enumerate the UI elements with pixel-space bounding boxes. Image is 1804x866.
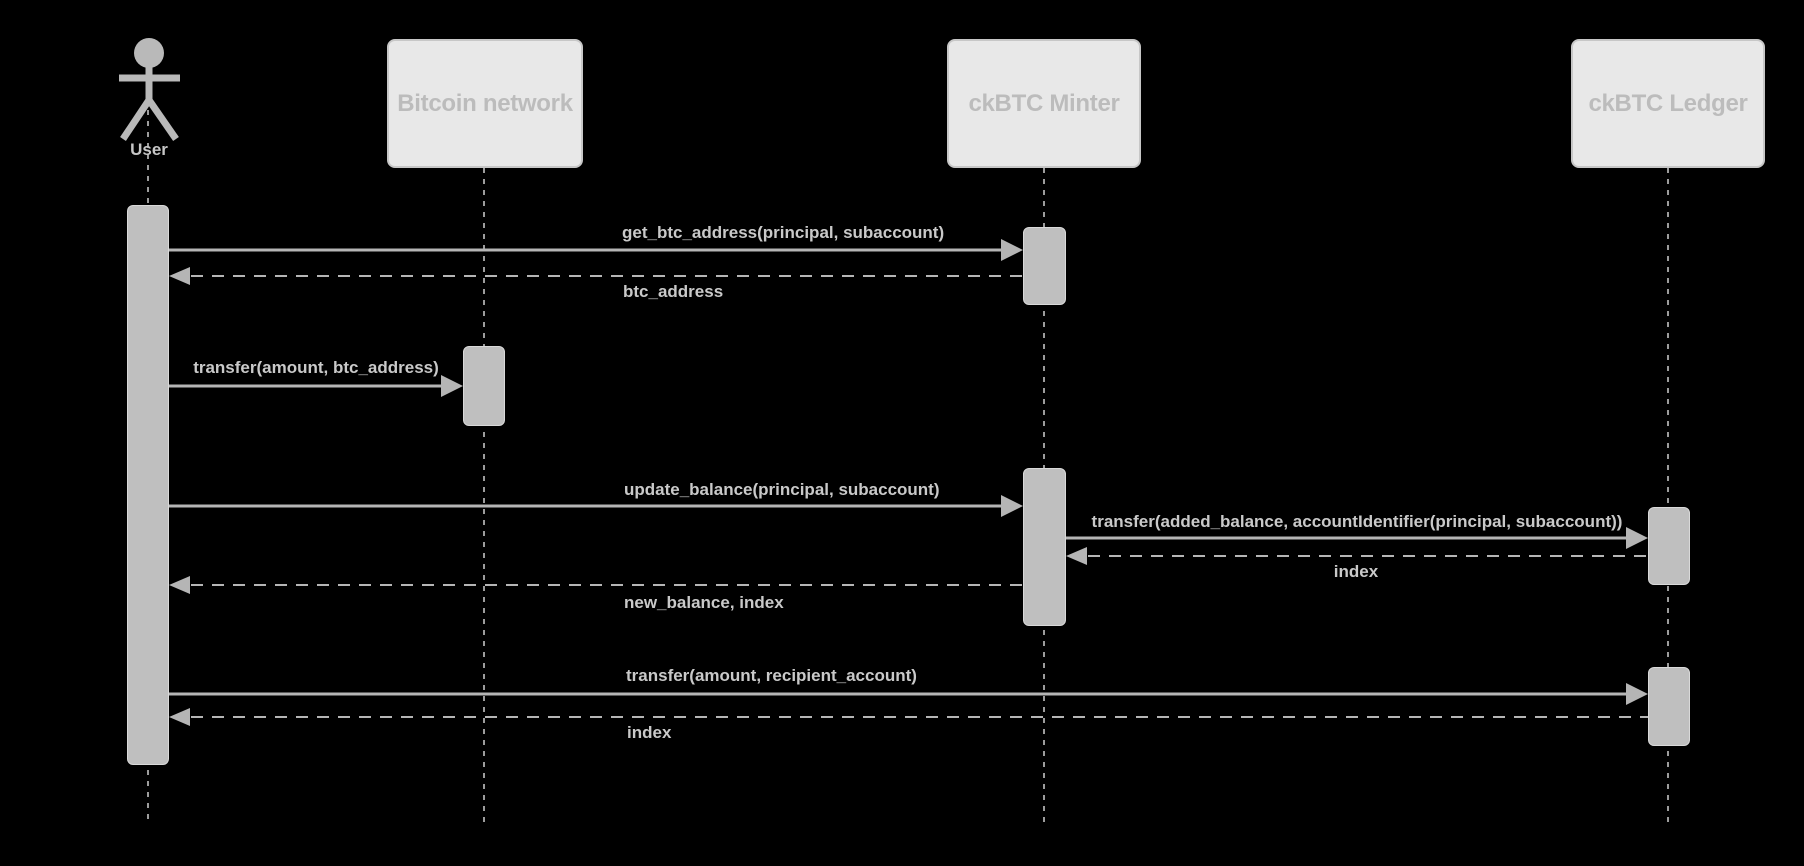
arrowhead-right-icon: [1001, 239, 1023, 261]
arrowhead-left-icon: [169, 708, 190, 726]
user-actor-icon: [119, 38, 180, 141]
message-label-8: transfer(amount, recipient_account): [626, 666, 917, 685]
activation-bar-minter-1: [1023, 227, 1066, 305]
message-label-7: new_balance, index: [624, 593, 784, 612]
message-label-4: update_balance(principal, subaccount): [624, 480, 940, 499]
message-label-3: transfer(amount, btc_address): [193, 358, 439, 377]
arrowhead-right-icon: [441, 375, 463, 397]
activation-bar-user: [127, 205, 169, 765]
activation-bar-ledger-1: [1648, 507, 1690, 585]
message-label-1: get_btc_address(principal, subaccount): [622, 223, 945, 242]
participant-label: ckBTC Ledger: [1588, 89, 1748, 117]
activation-bar-ledger-2: [1648, 667, 1690, 746]
activation-bar-bitcoin: [463, 346, 505, 426]
arrowhead-left-icon: [1066, 547, 1087, 565]
arrowhead-right-icon: [1001, 495, 1023, 517]
participant-label: Bitcoin network: [397, 89, 573, 117]
message-label-2: btc_address: [623, 282, 724, 301]
participant-bitcoin-network: Bitcoin network: [387, 39, 583, 168]
message-label-6: index: [1333, 562, 1379, 581]
arrowhead-left-icon: [169, 576, 190, 594]
actor-user-label: User: [130, 140, 168, 159]
arrowhead-right-icon: [1626, 527, 1648, 549]
participant-ckbtc-ledger: ckBTC Ledger: [1571, 39, 1765, 168]
message-label-5: transfer(added_balance, accountIdentifie…: [1091, 512, 1623, 531]
participant-ckbtc-minter: ckBTC Minter: [947, 39, 1141, 168]
activation-bar-minter-2: [1023, 468, 1066, 626]
arrowhead-left-icon: [169, 267, 190, 285]
message-label-9: index: [627, 723, 672, 742]
participant-label: ckBTC Minter: [968, 89, 1120, 117]
arrowhead-right-icon: [1626, 683, 1648, 705]
